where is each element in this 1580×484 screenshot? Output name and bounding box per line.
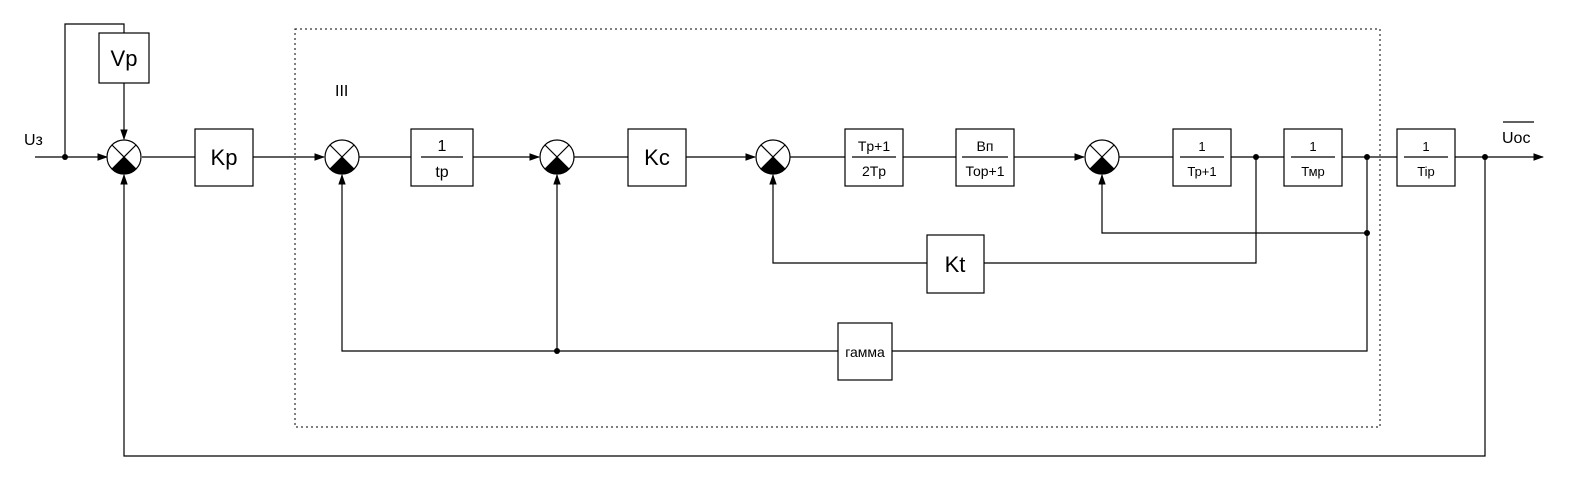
- summing-junction-2: [324, 139, 360, 175]
- block-kt-label: Kt: [945, 252, 966, 277]
- summing-junction-3: [539, 139, 575, 175]
- block-mechanical-numerator: 1: [1309, 139, 1316, 154]
- block-kp-label: Kp: [211, 145, 238, 170]
- block-mechanical: 1 Тмр: [1283, 128, 1343, 187]
- block-armature: 1 Тр+1: [1172, 128, 1232, 187]
- block-armature-numerator: 1: [1198, 139, 1205, 154]
- region-iii-label: III: [335, 83, 348, 100]
- block-kt: Kt: [926, 234, 985, 294]
- block-vp-label: Vp: [111, 46, 138, 71]
- output-signal-label: Uос: [1502, 130, 1530, 147]
- block-gamma-label: гамма: [845, 344, 885, 360]
- block-kc-label: Kc: [644, 145, 670, 170]
- block-armature-denominator: Тр+1: [1187, 164, 1216, 179]
- summing-junction-1: [106, 139, 142, 175]
- block-integrator-numerator: 1: [438, 138, 447, 155]
- summing-junction-4: [755, 139, 791, 175]
- signal-lines: [35, 23, 1545, 457]
- block-vp: Vp: [98, 32, 150, 84]
- block-output-denominator: Tip: [1417, 164, 1435, 179]
- block-output: 1 Tip: [1396, 128, 1456, 187]
- block-converter-numerator: Вп: [977, 138, 994, 154]
- block-integrator-denominator: tp: [435, 164, 448, 181]
- input-signal-label: Uз: [24, 132, 43, 149]
- block-converter: Вп Тор+1: [955, 128, 1015, 187]
- block-kp: Kp: [194, 128, 254, 187]
- block-corrector-denominator: 2Tp: [862, 163, 886, 179]
- block-output-numerator: 1: [1422, 139, 1429, 154]
- block-mechanical-denominator: Тмр: [1301, 164, 1325, 179]
- block-corrector-numerator: Tp+1: [858, 138, 891, 154]
- summing-junction-5: [1084, 139, 1120, 175]
- junction-dots: [62, 154, 1488, 354]
- output-signal: Uос: [1502, 121, 1534, 147]
- block-gamma: гамма: [837, 322, 893, 381]
- block-corrector: Tp+1 2Tp: [844, 128, 904, 187]
- region-iii-boundary: [294, 28, 1381, 428]
- block-kc: Kc: [627, 128, 687, 187]
- block-integrator: 1 tp: [410, 128, 474, 187]
- block-converter-denominator: Тор+1: [966, 163, 1005, 179]
